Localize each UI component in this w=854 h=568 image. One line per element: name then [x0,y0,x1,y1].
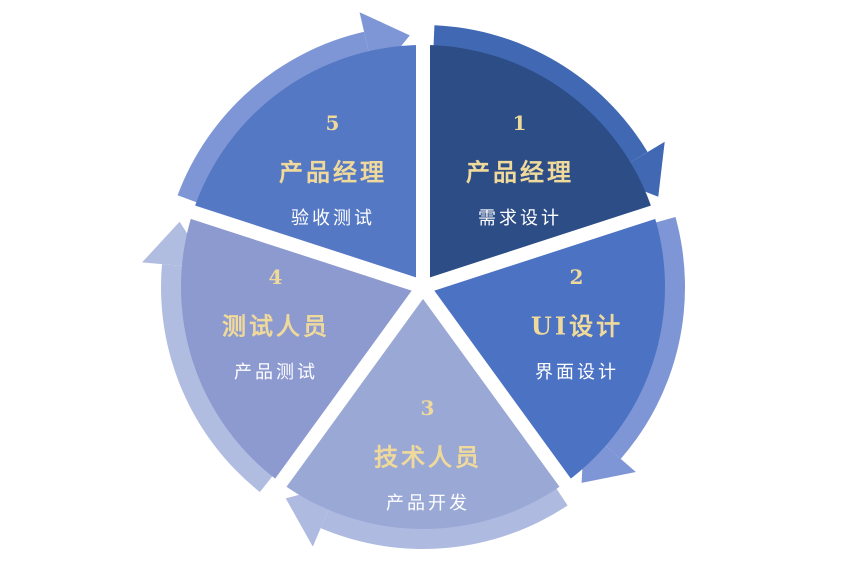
segment-4-wedge [180,212,423,483]
segment-subtitle: 产品开发 [386,493,470,514]
segment-subtitle: 验收测试 [291,208,375,229]
segment-number: 5 [325,111,341,135]
segment-number: 1 [512,111,528,135]
segment-divider [417,282,606,534]
segment-title: 产品经理 [466,157,574,187]
segment-number: 3 [420,396,436,420]
segment-divider [135,187,426,294]
segment-3-wedge [280,287,566,529]
segment-title: 产品经理 [279,157,387,187]
segment-2-wedge [423,212,666,483]
segment-3-arrow-ring [320,482,568,549]
segment-subtitle: 产品测试 [234,362,318,383]
segment-number: 4 [268,265,284,289]
segment-title: UI设计 [530,311,624,341]
segment-subtitle: 需求设计 [478,208,562,229]
segment-subtitle: 界面设计 [535,362,619,383]
segment-number: 2 [569,265,585,289]
segment-divider [240,282,429,534]
segment-title: 技术人员 [374,442,482,472]
segment-divider [420,187,711,294]
segment-title: 测试人员 [222,311,330,341]
segment-1-arrowhead-icon [606,141,665,197]
